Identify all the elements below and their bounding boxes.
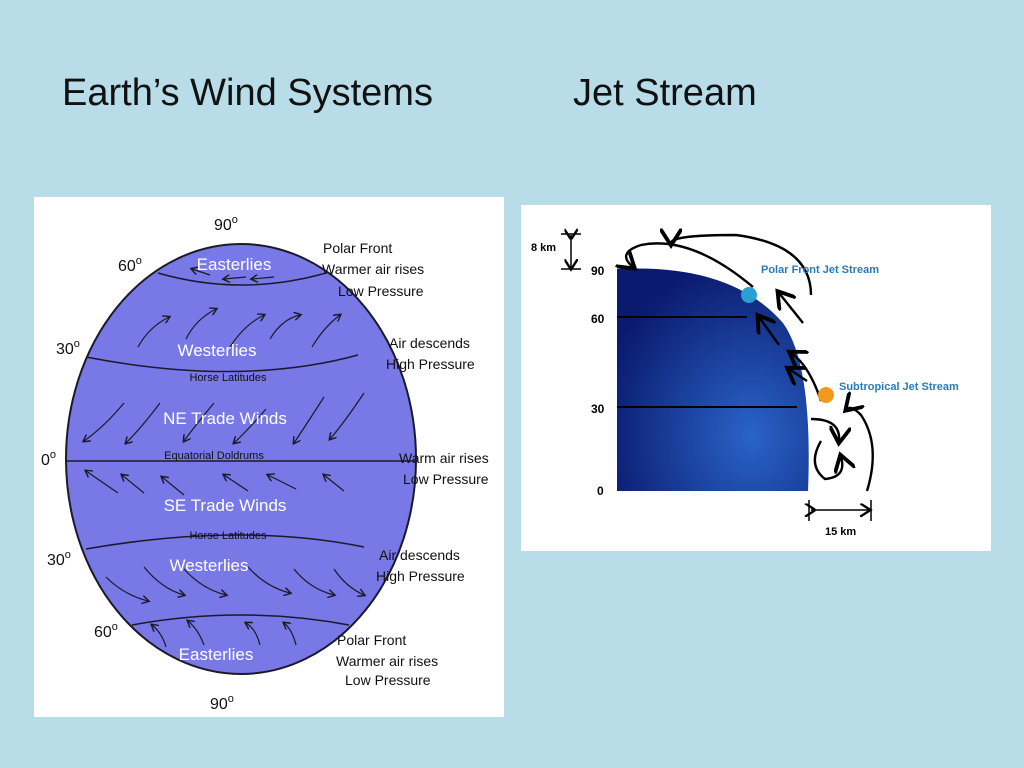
lat-label-n60: 60o — [118, 255, 142, 275]
height-measure — [561, 234, 581, 269]
wind-systems-svg: Easterlies Westerlies NE Trade Winds SE … — [41, 214, 489, 713]
wind-systems-diagram: Easterlies Westerlies NE Trade Winds SE … — [34, 197, 504, 717]
belt-s-horse-latitudes: Horse Latitudes — [189, 530, 267, 542]
lat-line-n60 — [157, 272, 327, 286]
note-n-polar-front-rise: Warmer air rises — [322, 261, 424, 277]
wind-arrows — [84, 269, 364, 648]
belt-doldrums: Equatorial Doldrums — [164, 450, 264, 462]
jet-lat-label-0: 0 — [597, 484, 604, 498]
jet-lat-label-30: 30 — [591, 402, 605, 416]
jet-stream-svg: 90 60 30 0 8 km 15 km — [531, 205, 959, 538]
note-eq-rise: Warm air rises — [399, 450, 489, 466]
jet-lat-label-60: 60 — [591, 312, 605, 326]
lat-label-n30: 30o — [56, 338, 80, 358]
note-n-descend-pressure: High Pressure — [386, 356, 475, 372]
note-n-polar-front-pressure: Low Pressure — [338, 283, 424, 299]
note-s-polar-front-pressure: Low Pressure — [345, 672, 431, 688]
belt-n-horse-latitudes: Horse Latitudes — [189, 372, 267, 384]
belt-n-westerlies: Westerlies — [177, 341, 256, 360]
width-measure — [809, 500, 871, 521]
lat-label-s90: 90o — [210, 693, 234, 713]
belt-ne-trades: NE Trade Winds — [163, 409, 287, 428]
subtropical-jet-dot — [818, 387, 834, 403]
lat-line-s60 — [131, 614, 350, 626]
lat-line-s30 — [85, 534, 365, 550]
subtropical-jet-label: Subtropical Jet Stream — [839, 381, 959, 393]
polar-front-jet-dot — [741, 287, 757, 303]
belt-s-westerlies: Westerlies — [169, 556, 248, 575]
belt-n-easterlies: Easterlies — [197, 255, 272, 274]
lat-label-equator: 0o — [41, 449, 56, 469]
lat-label-s60: 60o — [94, 621, 118, 641]
jet-lat-label-90: 90 — [591, 264, 605, 278]
note-n-polar-front: Polar Front — [323, 240, 392, 256]
polar-front-jet-label: Polar Front Jet Stream — [761, 264, 879, 276]
jet-stream-diagram: 90 60 30 0 8 km 15 km — [521, 205, 991, 551]
belt-se-trades: SE Trade Winds — [164, 496, 287, 515]
note-s-descend: Air descends — [379, 547, 460, 563]
height-label: 8 km — [531, 242, 556, 254]
width-label: 15 km — [825, 526, 856, 538]
note-s-polar-front-rise: Warmer air rises — [336, 653, 438, 669]
belt-s-easterlies: Easterlies — [179, 645, 254, 664]
slide-title-right: Jet Stream — [573, 72, 757, 114]
circulation-arrows — [626, 235, 874, 492]
note-eq-pressure: Low Pressure — [403, 471, 489, 487]
note-s-polar-front: Polar Front — [337, 632, 406, 648]
earth-quadrant — [617, 268, 809, 491]
note-s-descend-pressure: High Pressure — [376, 568, 465, 584]
globe — [65, 243, 417, 675]
lat-line-n30 — [85, 354, 359, 373]
lat-label-n90: 90o — [214, 214, 238, 234]
slide-title-left: Earth’s Wind Systems — [62, 72, 433, 114]
lat-label-s30: 30o — [47, 549, 71, 569]
note-n-descend: Air descends — [389, 335, 470, 351]
